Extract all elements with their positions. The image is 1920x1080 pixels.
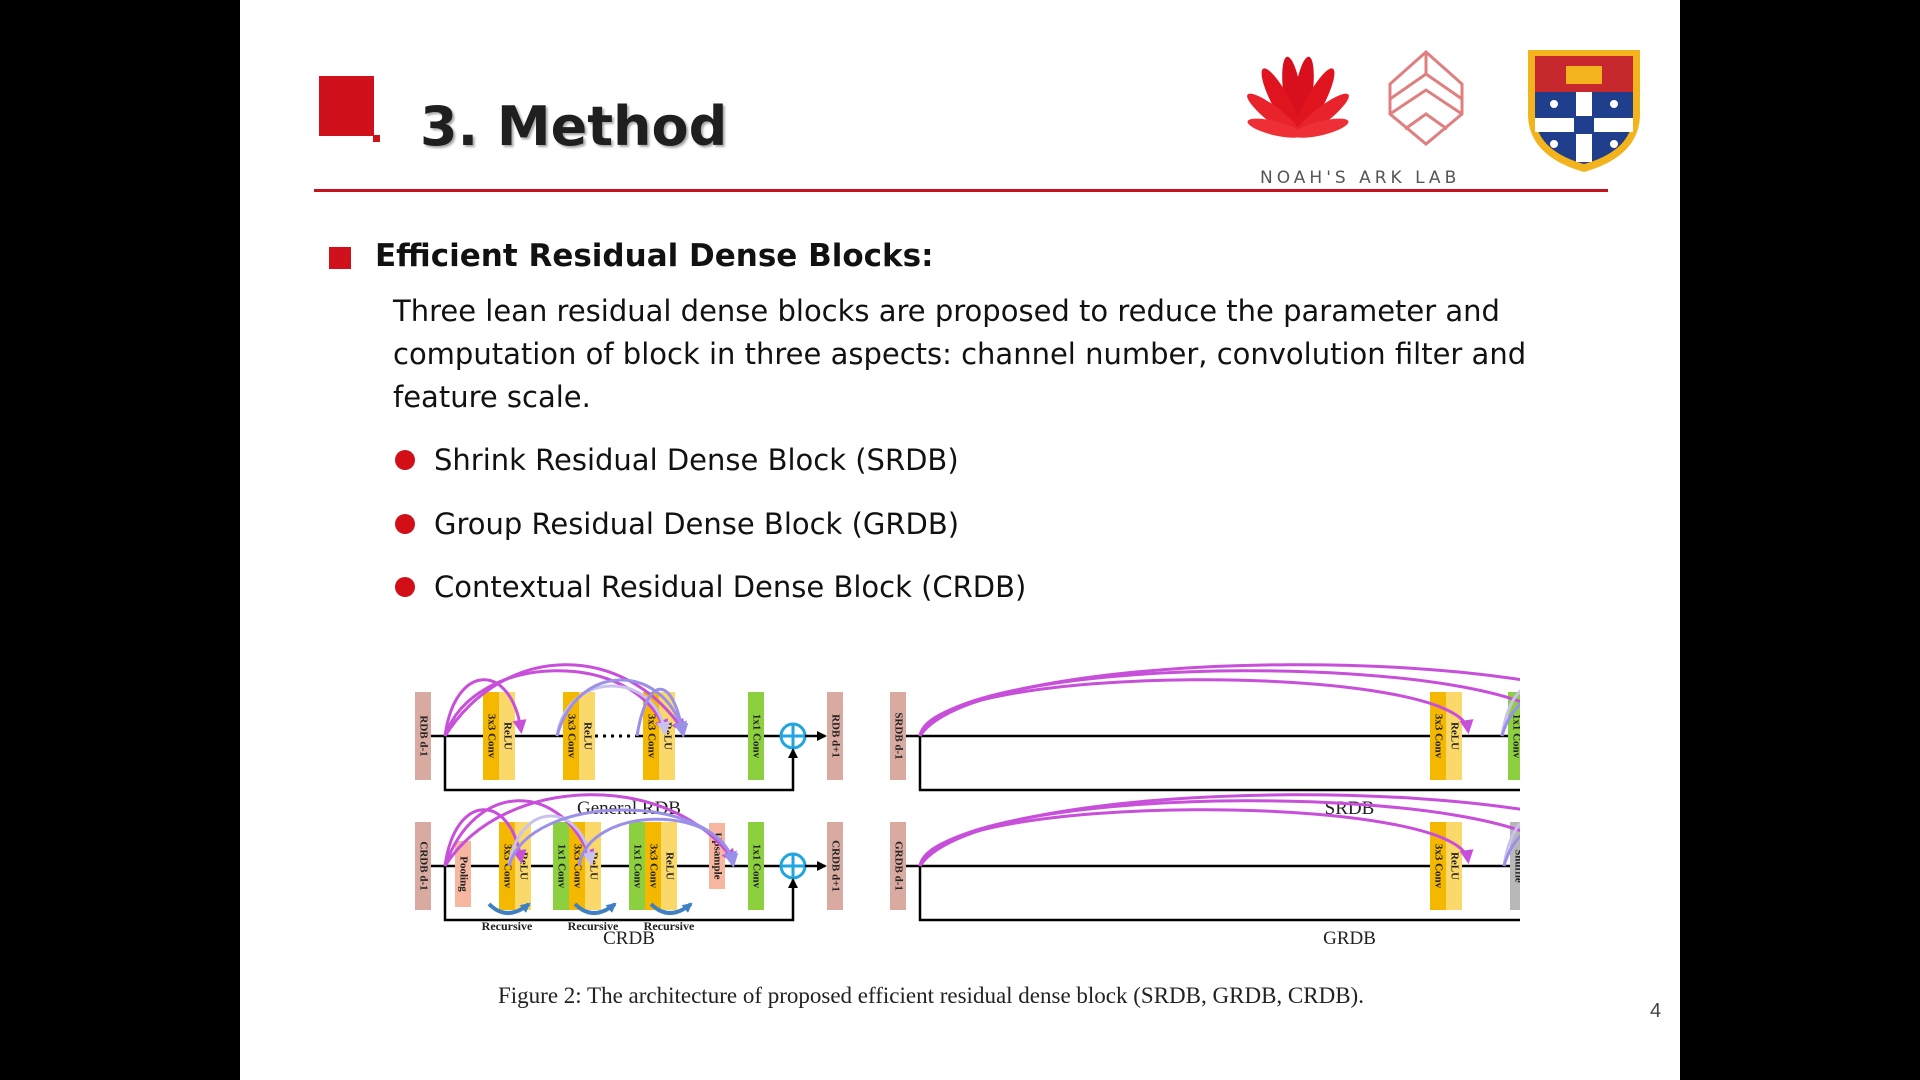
crdb-dense-arc-4: [507, 814, 597, 867]
crdb-dense-arc-1: [443, 808, 527, 867]
srdb-block-0: [1430, 692, 1446, 780]
section-heading: Efficient Residual Dense Blocks:: [375, 238, 934, 274]
general-input-block: [415, 692, 431, 780]
section-bullet-square: [329, 247, 351, 269]
grdb-dense-arc-4: [1502, 821, 1520, 867]
grdb-input-label: GRDB d-1: [892, 841, 904, 891]
grdb-block-2-label: Shuffle: [1512, 849, 1520, 883]
bullet-dot: [395, 514, 415, 534]
grdb-dense-arc-5: [1502, 834, 1520, 867]
bullet-item-grdb: Group Residual Dense Block (GRDB): [434, 507, 960, 541]
crdb-recursive-arrow-0: [487, 902, 531, 915]
crdb-block-8-label: ReLU: [663, 852, 675, 880]
srdb-dense-arc-5: [1500, 702, 1520, 737]
general-block-3: [579, 692, 595, 780]
general-dense-arc-6: [635, 687, 689, 738]
crdb-recursive-label-2: Recursive: [644, 919, 695, 933]
title-marker: [319, 76, 380, 142]
general-block-0-label: 3x3 Conv: [485, 714, 497, 759]
general-block-2-label: 3x3 Conv: [565, 714, 577, 759]
general-block-1: [499, 692, 515, 780]
page-number: 4: [1650, 1000, 1662, 1022]
figure-caption: Figure 2: The architecture of proposed e…: [498, 983, 1364, 1008]
logos: [1247, 49, 1640, 172]
crdb-block-7-label: 3x3 Conv: [647, 844, 659, 889]
general-block-4-label: 3x3 Conv: [645, 714, 657, 759]
crdb-input-label: CRDB d-1: [417, 841, 429, 890]
srdb-dense-arc-1: [918, 678, 1474, 737]
general-dense-arc-3: [443, 663, 686, 737]
crdb-block-10: [748, 822, 764, 910]
crdb-panel-name: CRDB: [603, 928, 655, 949]
srdb-block-1-label: ReLU: [1448, 722, 1460, 750]
general-block-0: [483, 692, 499, 780]
grdb-block-0: [1430, 822, 1446, 910]
crdb-block-1: [499, 822, 515, 910]
srdb-dense-arc-4: [1500, 689, 1520, 737]
srdb-dense-arc-2: [918, 669, 1520, 737]
crdb-block-10-label: 1x1 Conv: [750, 844, 762, 889]
srdb-block-0-label: 3x3 Conv: [1432, 714, 1444, 759]
crdb-block-4: [569, 822, 585, 910]
university-crest: [1528, 50, 1640, 172]
grdb-input-block: [890, 822, 906, 910]
bullet-item-srdb: Shrink Residual Dense Block (SRDB): [434, 443, 959, 477]
srdb-skip-connection: [918, 736, 1520, 792]
section-paragraph: Three lean residual dense blocks are pro…: [393, 294, 1527, 414]
general-block-1-label: ReLU: [501, 722, 513, 750]
crdb-input-block: [415, 822, 431, 910]
slide: 3. Method: [240, 0, 1680, 1080]
title-rule: [314, 189, 1608, 192]
crdb-block-4-label: 3x3 Conv: [571, 844, 583, 889]
srdb-dense-arc-3: [918, 663, 1520, 737]
general-block-6-label: 1x1 Conv: [750, 714, 762, 759]
general-block-6: [748, 692, 764, 780]
huawei-logo: [1247, 56, 1349, 138]
crdb-recursive-arrow-2: [649, 902, 693, 915]
grdb-panel-name: GRDB: [1323, 928, 1376, 949]
crdb-output-label: CRDB d+1: [829, 840, 841, 892]
srdb-input-block: [890, 692, 906, 780]
slide-title: 3. Method: [420, 95, 728, 158]
general-input-label: RDB d-1: [417, 715, 429, 756]
crdb-block-3-label: 1x1 Conv: [555, 844, 567, 889]
crdb-dense-arc-2: [443, 799, 595, 867]
bullet-dot: [395, 450, 415, 470]
crdb-block-0-label: Pooling: [457, 856, 469, 892]
noahs-ark-lab-text: NOAH'S ARK LAB: [1260, 168, 1461, 188]
srdb-block-2-label: 1x1 Conv: [1510, 714, 1520, 759]
grdb-block-2: [1510, 822, 1520, 910]
general-dense-arc-1: [443, 678, 527, 737]
bullet-dot: [395, 577, 415, 597]
crdb-recursive-label-0: Recursive: [482, 919, 533, 933]
bullet-item-crdb: Contextual Residual Dense Block (CRDB): [434, 570, 1027, 604]
crdb-recursive-arrow-1: [573, 902, 617, 915]
srdb-block-1: [1446, 692, 1462, 780]
grdb-dense-arc-1: [918, 808, 1474, 867]
crdb-block-3: [553, 822, 569, 910]
general-skip-connection: [443, 736, 798, 792]
noahs-ark-logo: [1388, 49, 1464, 146]
crdb-output-block: [827, 822, 843, 910]
grdb-block-1: [1446, 822, 1462, 910]
general-block-3-label: ReLU: [581, 722, 593, 750]
general-output-block: [827, 692, 843, 780]
grdb-dense-arc-3: [918, 793, 1520, 867]
general-output-label: RDB d+1: [829, 714, 841, 758]
general-dense-arc-5: [555, 678, 687, 737]
grdb-skip-connection: [918, 866, 1520, 922]
crdb-block-7: [645, 822, 661, 910]
crdb-block-6: [629, 822, 645, 910]
grdb-block-1-label: ReLU: [1448, 852, 1460, 880]
crdb-block-6-label: 1x1 Conv: [631, 844, 643, 889]
crdb-block-8: [661, 822, 677, 910]
grdb-dense-arc-2: [918, 799, 1520, 867]
grdb-block-0-label: 3x3 Conv: [1432, 844, 1444, 889]
crdb-skip-connection: [443, 866, 798, 922]
crdb-block-0: [455, 841, 471, 907]
crdb-recursive-label-1: Recursive: [568, 919, 619, 933]
srdb-input-label: SRDB d-1: [892, 712, 904, 759]
crdb-dense-arc-6: [577, 817, 739, 868]
